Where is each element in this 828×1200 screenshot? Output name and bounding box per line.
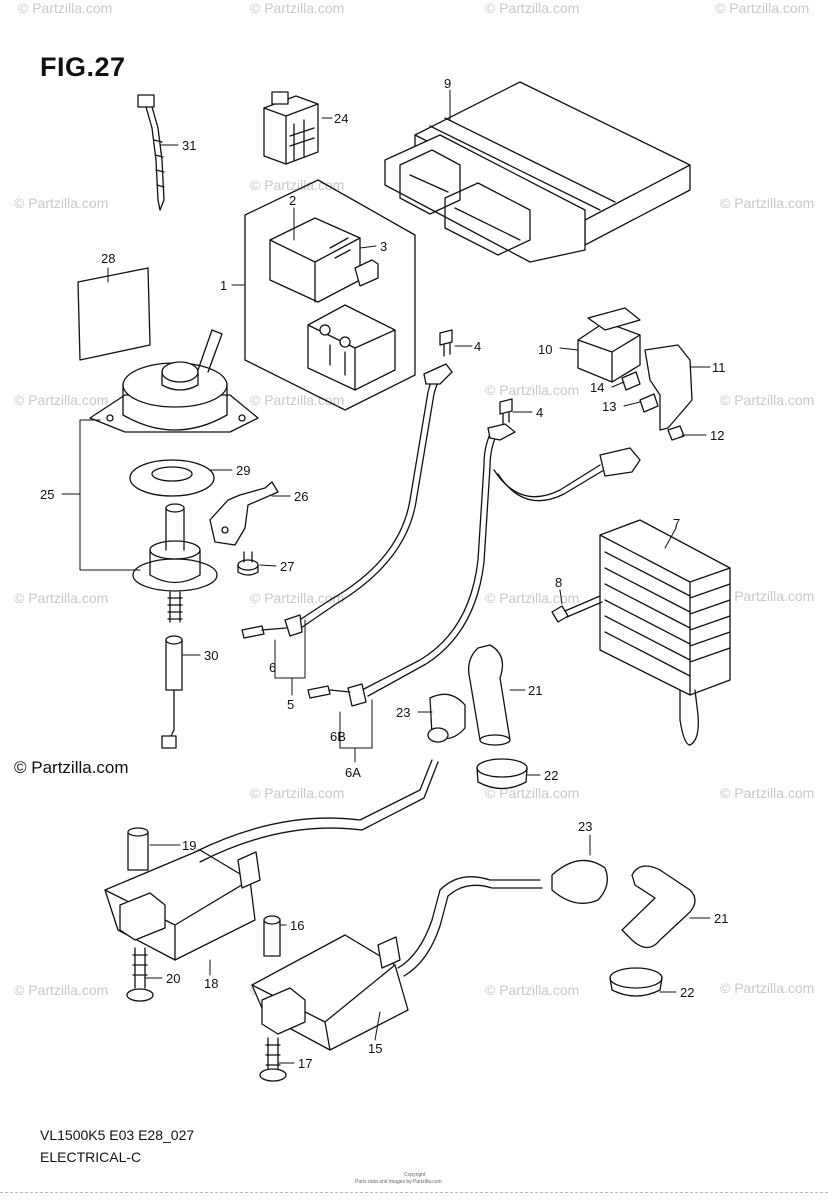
callout-29: 29 (236, 463, 250, 478)
callout-1: 1 (220, 278, 227, 293)
callout-21: 21 (714, 911, 728, 926)
watermark: © Partzilla.com (250, 785, 345, 801)
horn-part (89, 329, 259, 433)
callout-12: 12 (710, 428, 724, 443)
watermark: © Partzilla.com (14, 392, 109, 408)
fine-print-top: Copyright (404, 1172, 426, 1178)
callout-labels: 31 24 9 2 3 1 28 4 4 10 11 14 13 12 7 8 … (40, 76, 728, 1071)
callout-19: 19 (182, 838, 196, 853)
callout-6a: 6A (345, 765, 361, 780)
bolt-part (237, 551, 259, 576)
callout-23: 23 (396, 705, 410, 720)
figure-title: FIG.27 (40, 52, 126, 82)
callout-30: 30 (204, 648, 218, 663)
callout-16: 16 (290, 918, 304, 933)
callout-14: 14 (590, 380, 604, 395)
callout-22: 22 (544, 768, 558, 783)
section-name: ELECTRICAL-C (40, 1149, 142, 1165)
callout-13: 13 (602, 399, 616, 414)
bolt-part (126, 947, 154, 1002)
callout-4: 4 (474, 339, 481, 354)
callout-26: 26 (294, 489, 308, 504)
watermark: © Partzilla.com (250, 590, 345, 606)
ecu-part (384, 81, 691, 263)
watermark: © Partzilla.com (250, 392, 345, 408)
cable-tie-part (137, 94, 165, 211)
relay-part (577, 307, 693, 441)
starter-relay-part (244, 179, 416, 411)
callout-27: 27 (280, 559, 294, 574)
callout-22: 22 (680, 985, 694, 1000)
horn-mount-part (132, 503, 218, 623)
bolt-part (551, 595, 603, 623)
watermark: © Partzilla.com (485, 590, 580, 606)
callout-5: 5 (287, 697, 294, 712)
plug-cap-part (427, 644, 528, 790)
callout-17: 17 (298, 1056, 312, 1071)
watermark: © Partzilla.com (485, 382, 580, 398)
callout-21: 21 (528, 683, 542, 698)
washer-part (129, 459, 215, 497)
ignition-coil-part (104, 759, 439, 961)
leader-lines (61, 89, 711, 1064)
callout-7: 7 (673, 516, 680, 531)
watermark: © Partzilla.com (485, 785, 580, 801)
callout-18: 18 (204, 976, 218, 991)
callout-23: 23 (578, 819, 592, 834)
regulator-part (599, 519, 731, 746)
watermark: © Partzilla.com (720, 392, 815, 408)
callout-2: 2 (289, 193, 296, 208)
watermark: © Partzilla.com (720, 980, 815, 996)
fine-print-bottom: Parts data and images by Partzilla.com (355, 1179, 442, 1185)
watermark: © Partzilla.com (720, 785, 815, 801)
callout-24: 24 (334, 111, 348, 126)
callout-15: 15 (368, 1041, 382, 1056)
ignition-coil-part (251, 876, 543, 1051)
bolt-part (259, 1037, 287, 1082)
callout-31: 31 (182, 138, 196, 153)
callout-28: 28 (101, 251, 115, 266)
connector-part (263, 91, 319, 165)
copyright-notice: © Partzilla.com (14, 758, 129, 777)
callout-6: 6 (269, 660, 276, 675)
watermark: © Partzilla.com (14, 590, 109, 606)
watermark: © Partzilla.com (250, 0, 345, 16)
watermark: © Partzilla.com (720, 195, 815, 211)
watermark: © Partzilla.com (18, 0, 113, 16)
callout-20: 20 (166, 971, 180, 986)
callout-3: 3 (380, 239, 387, 254)
callout-8: 8 (555, 575, 562, 590)
callout-25: 25 (40, 487, 54, 502)
watermark: © Partzilla.com (485, 982, 580, 998)
horn-lead-part (161, 635, 183, 749)
bracket-part (209, 481, 279, 546)
watermark: © Partzilla.com (14, 982, 109, 998)
watermark: © Partzilla.com (720, 588, 815, 604)
watermark: © Partzilla.com (715, 0, 810, 16)
watermark: © Partzilla.com (485, 0, 580, 16)
page-edge (0, 1192, 828, 1193)
callout-4: 4 (536, 405, 543, 420)
plug-cap-part (551, 859, 696, 997)
bolt-part (439, 329, 513, 425)
callout-11: 11 (712, 360, 726, 375)
battery-cable-part (241, 363, 453, 639)
callout-6b: 6B (330, 729, 346, 744)
watermark: © Partzilla.com (14, 195, 109, 211)
ground-cable-part (307, 423, 641, 707)
callout-10: 10 (538, 342, 552, 357)
callout-9: 9 (444, 76, 451, 91)
model-code: VL1500K5 E03 E28_027 (40, 1127, 195, 1143)
label-plate-part (77, 267, 151, 361)
